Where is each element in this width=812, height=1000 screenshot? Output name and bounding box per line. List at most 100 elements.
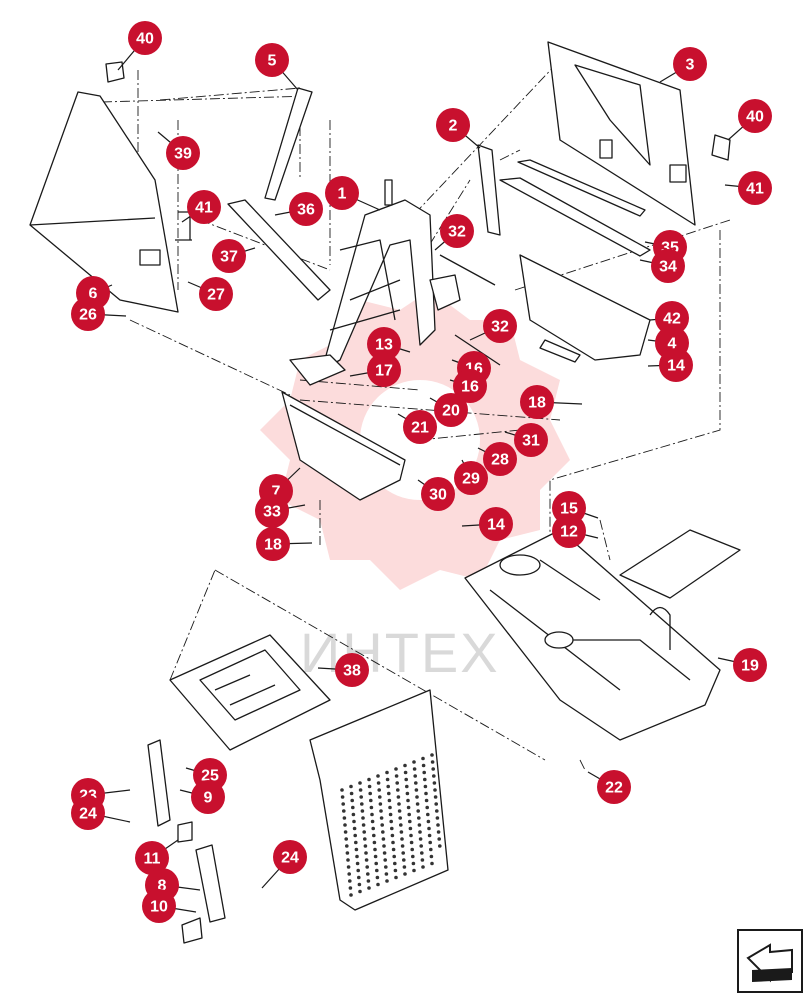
grille-hole bbox=[375, 875, 380, 880]
callout-circle bbox=[256, 527, 290, 561]
callout-circle bbox=[191, 780, 225, 814]
callout-circle bbox=[673, 47, 707, 81]
grille-hole bbox=[351, 812, 356, 817]
grille-hole bbox=[406, 798, 410, 803]
grille-hole bbox=[355, 861, 360, 866]
callout-label: 8 bbox=[158, 878, 167, 895]
callout-label: 37 bbox=[220, 249, 238, 266]
grille-hole bbox=[423, 777, 427, 782]
grille-hole bbox=[400, 837, 404, 841]
callout-18: 18 bbox=[256, 527, 290, 561]
grille-hole bbox=[364, 858, 369, 862]
grille-hole bbox=[362, 830, 367, 834]
callout-20: 20 bbox=[434, 393, 468, 427]
grille-hole bbox=[373, 854, 378, 859]
grille-hole bbox=[342, 809, 346, 813]
grille-hole bbox=[408, 819, 412, 824]
grille-hole bbox=[412, 868, 416, 873]
callout-38: 38 bbox=[335, 653, 369, 687]
callout-label: 4 bbox=[668, 336, 677, 353]
grille-hole bbox=[428, 840, 433, 845]
grille-hole bbox=[424, 798, 429, 803]
grille-hole bbox=[343, 830, 348, 834]
callout-circle bbox=[187, 190, 221, 224]
grille-hole bbox=[369, 805, 374, 810]
callout-label: 36 bbox=[297, 202, 315, 219]
grille-hole bbox=[415, 795, 419, 799]
grille-hole bbox=[370, 812, 374, 817]
callout-3: 3 bbox=[673, 47, 707, 81]
callout-label: 24 bbox=[281, 850, 299, 867]
callout-circle bbox=[659, 348, 693, 382]
callout-circle bbox=[273, 840, 307, 874]
callout-label: 7 bbox=[272, 484, 281, 501]
grille-hole bbox=[435, 816, 440, 820]
grille-hole bbox=[388, 812, 393, 817]
callout-label: 14 bbox=[487, 517, 505, 534]
callout-label: 6 bbox=[89, 286, 98, 303]
assembly-lines bbox=[101, 59, 731, 771]
grille-hole bbox=[347, 872, 352, 876]
grille-hole bbox=[358, 788, 363, 792]
grille-hole bbox=[438, 844, 442, 848]
grille-hole bbox=[394, 767, 398, 771]
callout-circle bbox=[552, 514, 586, 548]
grille-hole bbox=[436, 823, 440, 827]
grille-hole bbox=[352, 826, 357, 831]
callout-21: 21 bbox=[403, 410, 437, 444]
grille-hole bbox=[366, 879, 371, 883]
grille-hole bbox=[399, 823, 403, 827]
callout-circle bbox=[289, 192, 323, 226]
grille-hole bbox=[418, 837, 423, 841]
grille-hole bbox=[348, 886, 353, 890]
callout-label: 27 bbox=[207, 287, 225, 304]
callout-label: 41 bbox=[195, 200, 213, 217]
callout-circle bbox=[733, 648, 767, 682]
callout-label: 18 bbox=[264, 537, 282, 554]
callout-19: 19 bbox=[733, 648, 767, 682]
grille-hole bbox=[378, 795, 382, 799]
grille-hole bbox=[399, 830, 404, 834]
grille-hole bbox=[384, 865, 388, 869]
callout-2: 2 bbox=[436, 108, 470, 142]
grille-hole bbox=[368, 791, 373, 796]
callout-label: 9 bbox=[204, 790, 213, 807]
grille-hole bbox=[433, 788, 437, 792]
grille-hole bbox=[430, 861, 434, 866]
callout-circle bbox=[166, 136, 200, 170]
grille-hole bbox=[376, 774, 380, 778]
grille-hole bbox=[404, 777, 409, 782]
callout-label: 18 bbox=[528, 395, 546, 412]
grille-hole bbox=[383, 858, 388, 862]
grille-hole bbox=[385, 777, 390, 782]
grille-hole bbox=[397, 802, 401, 806]
callout-16: 16 bbox=[453, 369, 487, 403]
grille-hole bbox=[394, 875, 398, 880]
grille-hole bbox=[379, 816, 384, 820]
callout-label: 24 bbox=[79, 806, 97, 823]
trim-strips bbox=[227, 87, 331, 301]
grille-hole bbox=[412, 760, 416, 764]
grille-hole bbox=[434, 802, 439, 806]
grille-hole bbox=[381, 837, 386, 841]
grille-hole bbox=[403, 872, 407, 876]
grille-hole bbox=[358, 889, 362, 894]
grille-hole bbox=[405, 791, 410, 796]
grille-hole bbox=[395, 781, 400, 785]
grille-hole bbox=[407, 812, 412, 817]
grille-hole bbox=[374, 861, 379, 866]
callout-40: 40 bbox=[738, 99, 772, 133]
grille-hole bbox=[367, 886, 371, 890]
grille-hole bbox=[409, 840, 414, 845]
callout-circle bbox=[454, 461, 488, 495]
callout-circle bbox=[128, 21, 162, 55]
callout-30: 30 bbox=[421, 477, 455, 511]
grille-hole bbox=[403, 770, 408, 775]
grille-hole bbox=[425, 805, 430, 810]
callout-label: 13 bbox=[375, 337, 393, 354]
grille-hole bbox=[416, 809, 421, 813]
grille-hole bbox=[387, 791, 391, 796]
next-page-arrow-icon[interactable] bbox=[737, 929, 803, 993]
grille-hole bbox=[386, 784, 391, 789]
callout-1: 1 bbox=[325, 176, 359, 210]
